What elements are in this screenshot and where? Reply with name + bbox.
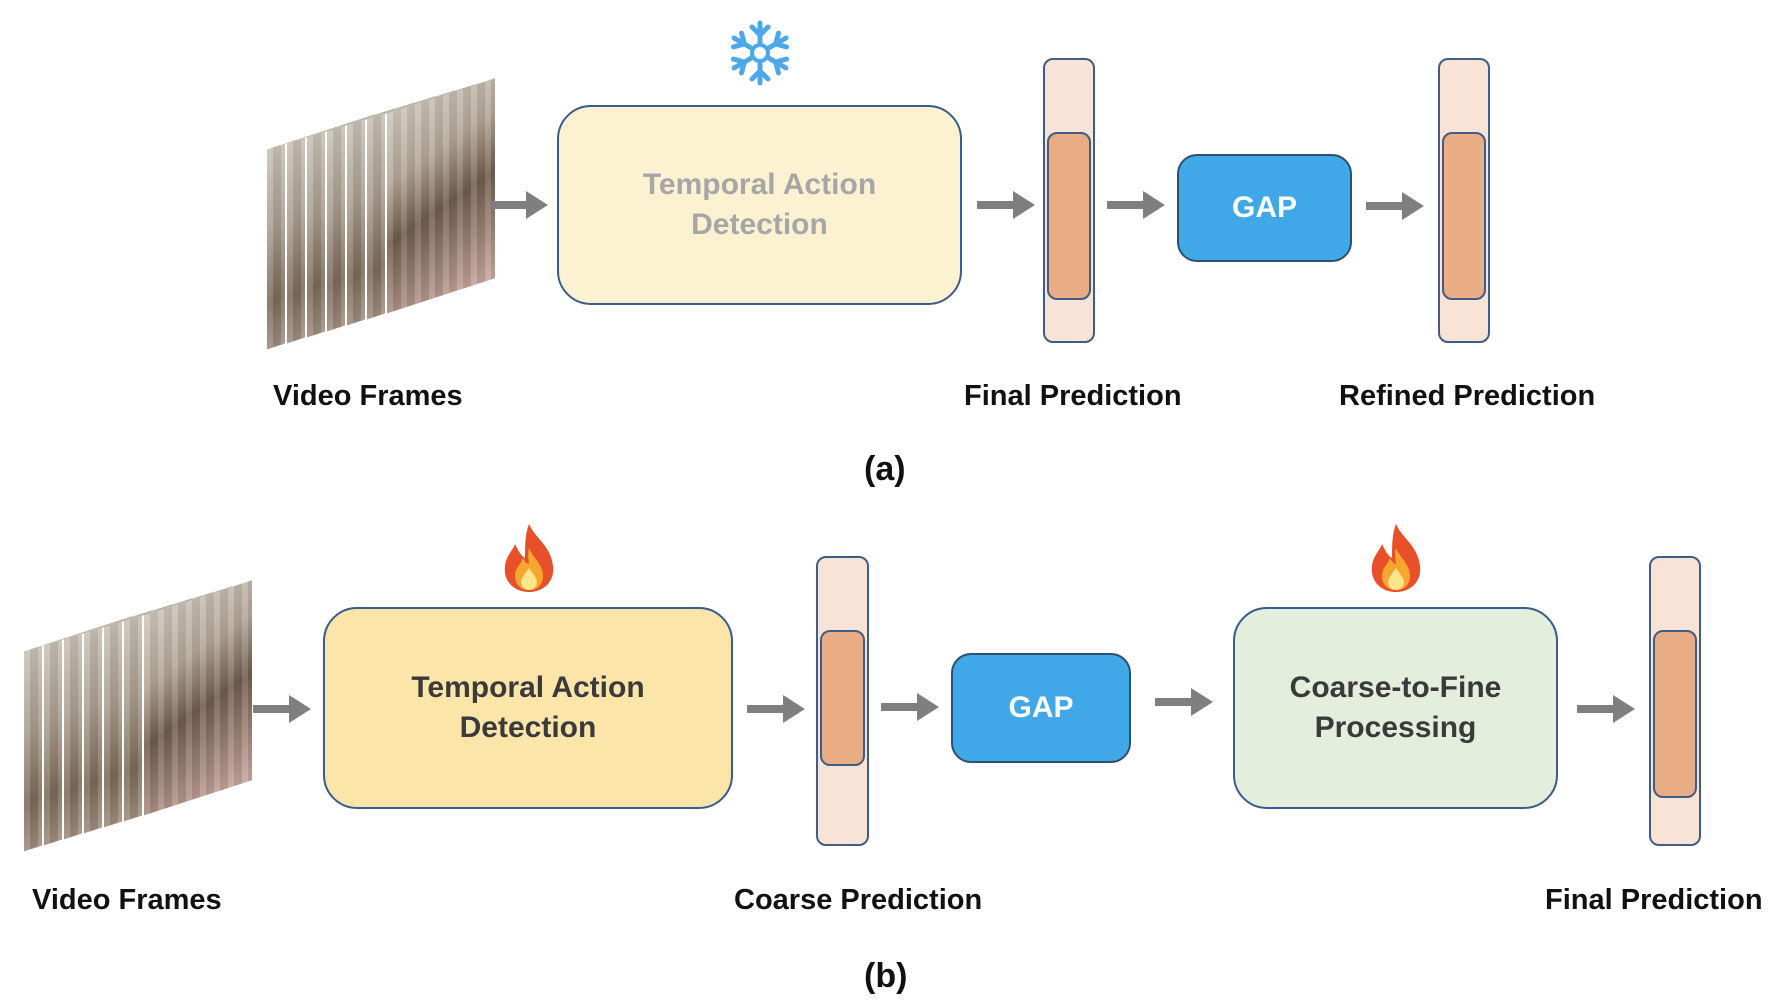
- fire-icon: [1371, 524, 1421, 592]
- detector-label-line1-b: Temporal Action: [411, 671, 645, 704]
- coarse-prediction-label-b: Coarse Prediction: [734, 884, 983, 916]
- gap-box-b: GAP: [951, 653, 1131, 763]
- video-frames-label-a: Video Frames: [273, 380, 463, 412]
- final-prediction-label-b: Final Prediction: [1545, 884, 1763, 916]
- coarse-prediction-bar-b: [816, 556, 869, 846]
- fire-icon: [504, 524, 554, 592]
- prediction-segment-b1: [820, 630, 865, 766]
- detector-label-line2-a: Detection: [691, 208, 828, 241]
- caption-a: (a): [864, 450, 906, 488]
- gap-label-a: GAP: [1231, 191, 1297, 224]
- video-frames-label-b: Video Frames: [32, 884, 222, 916]
- prediction-segment-a2: [1442, 132, 1486, 300]
- gap-label-b: GAP: [1008, 691, 1074, 724]
- snowflake-icon: [727, 20, 793, 88]
- prediction-segment-b2: [1653, 630, 1697, 798]
- refined-prediction-label-a: Refined Prediction: [1339, 380, 1596, 412]
- refined-prediction-bar-a: [1438, 58, 1490, 343]
- refiner-label-line2-b: Processing: [1314, 711, 1477, 744]
- final-prediction-bar-b: [1649, 556, 1701, 846]
- detector-label-line1-a: Temporal Action: [642, 168, 877, 201]
- refiner-label-line1-b: Coarse-to-Fine: [1289, 671, 1502, 704]
- detector-label-line2-b: Detection: [459, 711, 597, 744]
- caption-b: (b): [864, 957, 908, 995]
- final-prediction-label-a: Final Prediction: [964, 380, 1182, 412]
- gap-box-a: GAP: [1177, 154, 1352, 262]
- final-prediction-bar-a: [1043, 58, 1095, 343]
- prediction-segment-a1: [1047, 132, 1091, 300]
